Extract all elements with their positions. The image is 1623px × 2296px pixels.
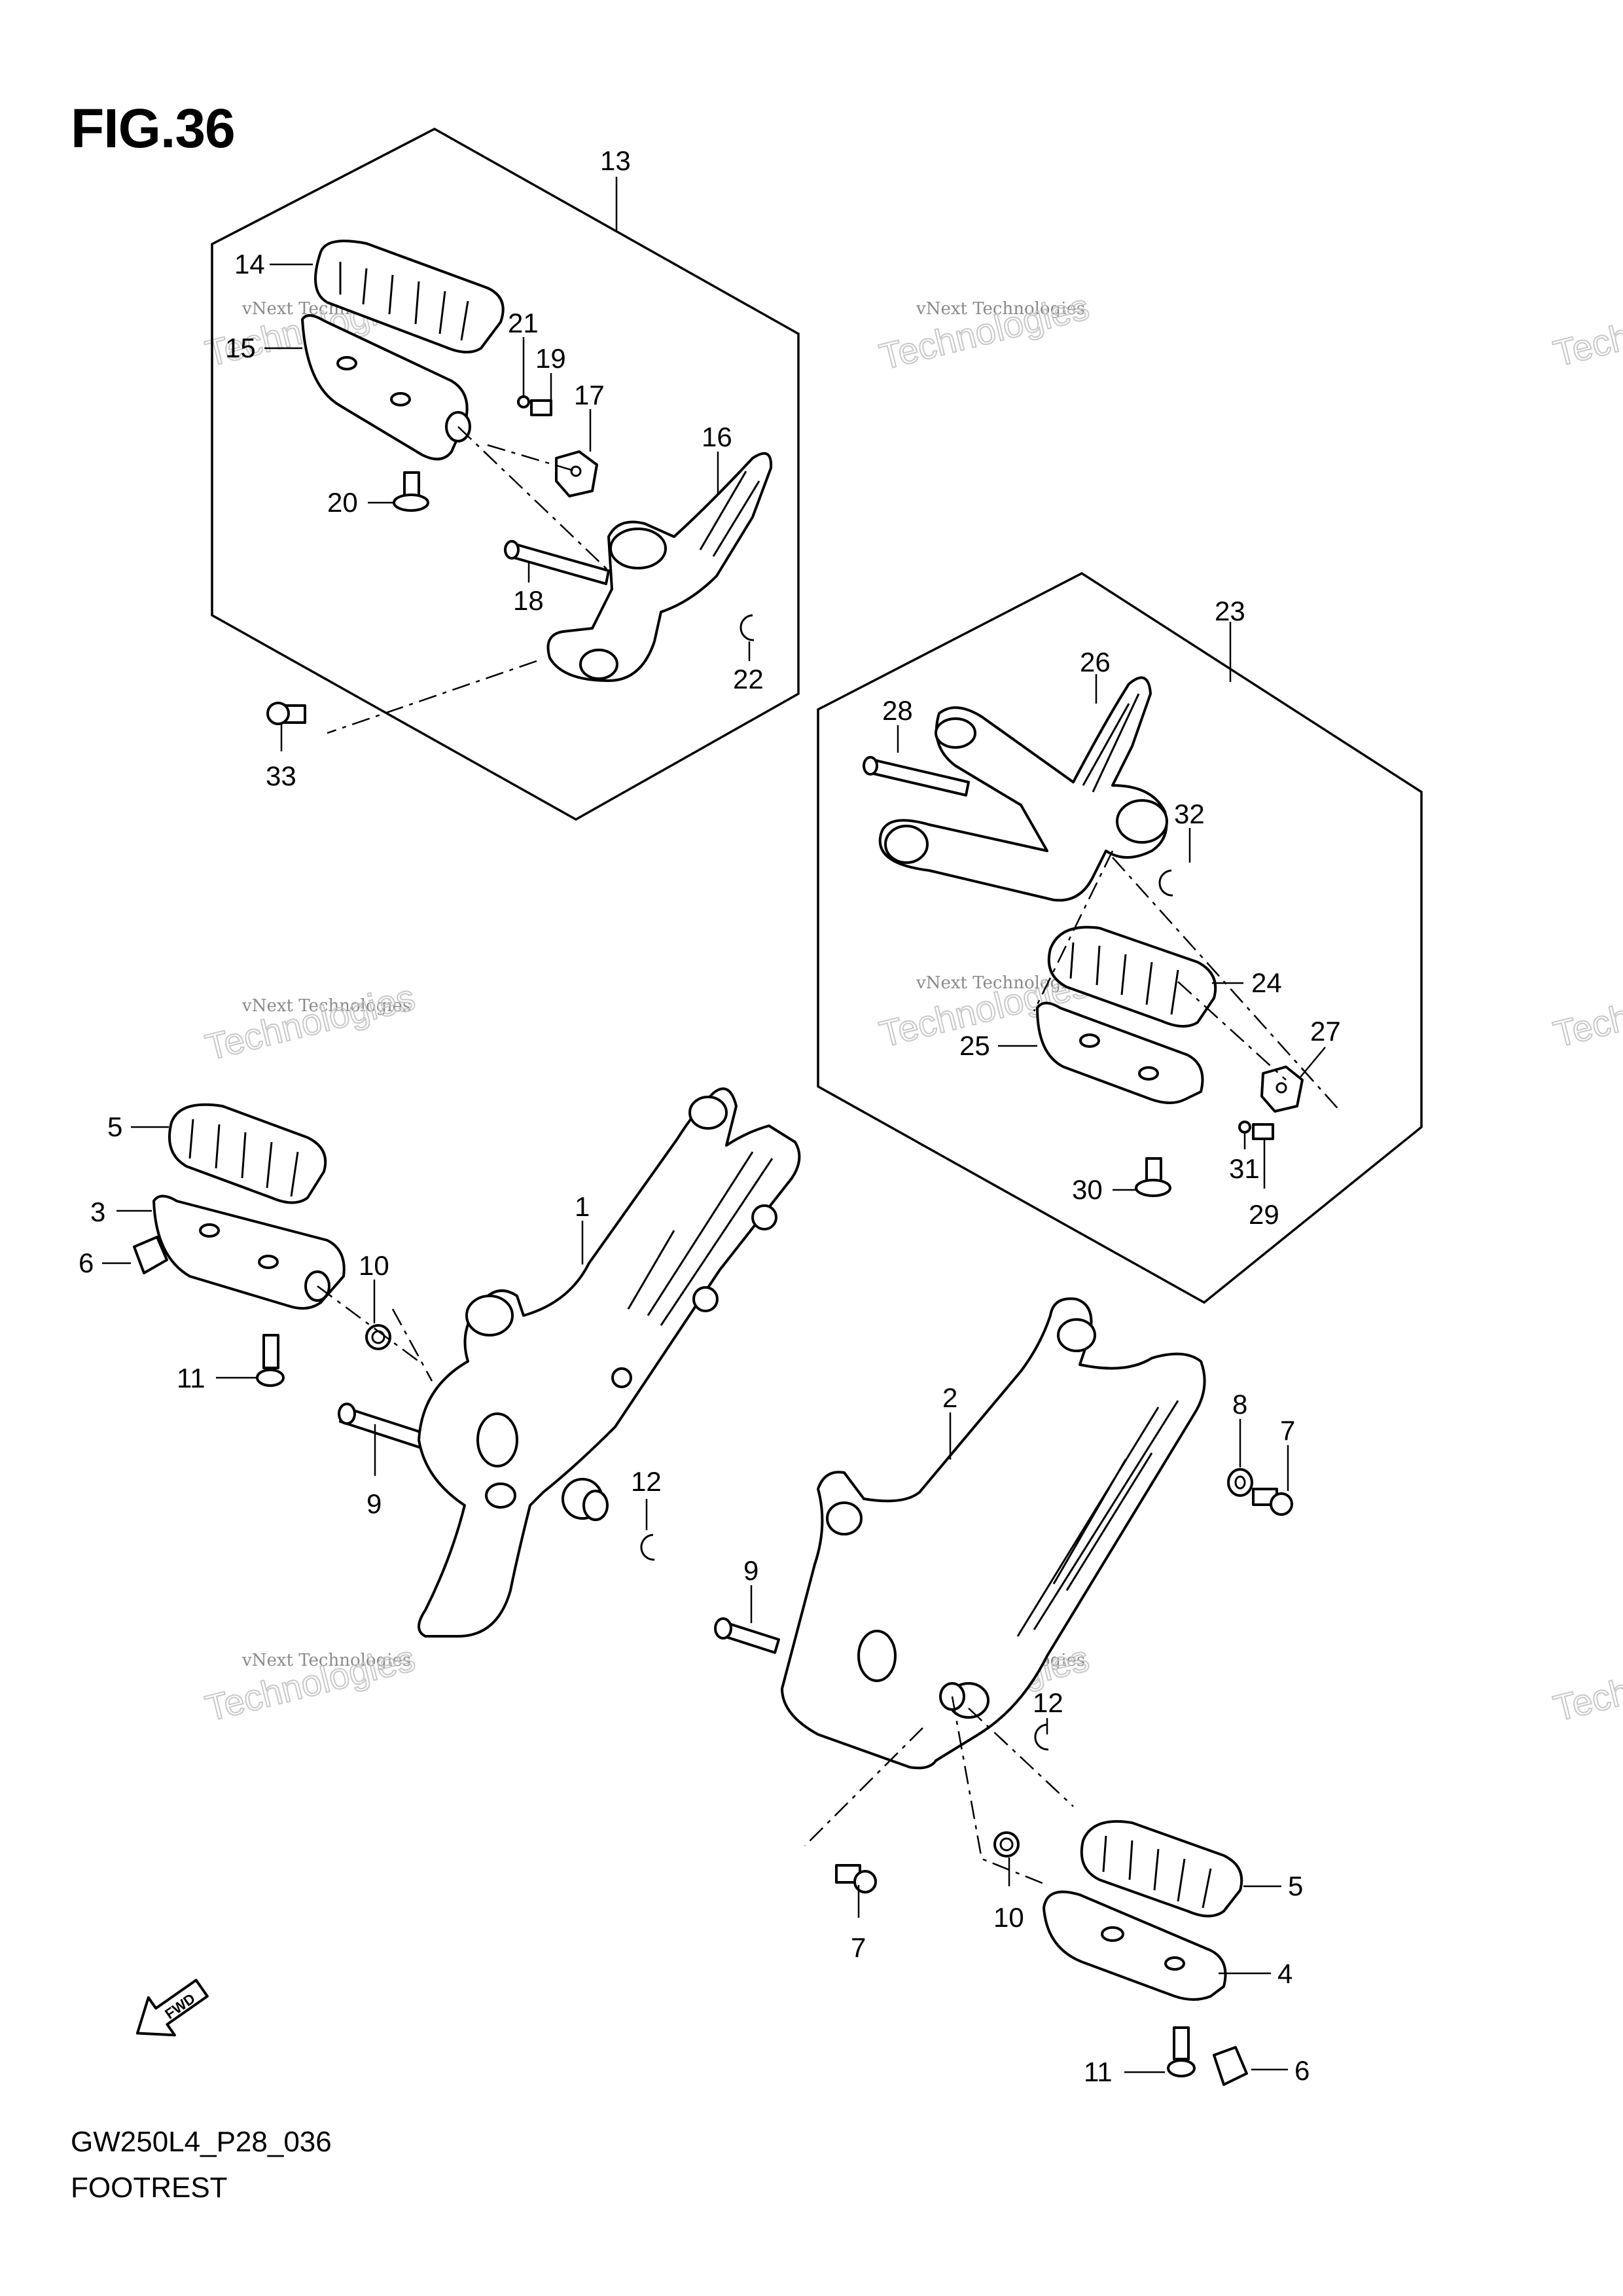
e-clip-32	[1158, 869, 1173, 897]
callout-8: 8	[1232, 1389, 1247, 1420]
callout-21: 21	[508, 308, 539, 338]
bolt-11-right	[1173, 2026, 1190, 2060]
fig-title: FIG.36	[71, 98, 236, 159]
callout-3: 3	[90, 1196, 105, 1227]
callout-2: 2	[942, 1382, 957, 1413]
callout-18: 18	[513, 585, 544, 616]
callout-14: 14	[234, 249, 265, 279]
watermark-text: vNext Technologies	[916, 299, 1085, 319]
plate-27	[1260, 1066, 1304, 1113]
callout-31: 31	[1229, 1153, 1260, 1184]
callout-22: 22	[733, 664, 764, 694]
ball-31	[1238, 1121, 1251, 1134]
washer-8	[1227, 1468, 1253, 1497]
callout-7: 7	[851, 1932, 866, 1963]
callout-5: 5	[107, 1111, 122, 1142]
plate-17	[555, 450, 598, 497]
spring-29	[1252, 1123, 1274, 1140]
watermark-text: Technologies	[202, 976, 419, 1067]
callout-28: 28	[882, 695, 913, 726]
callout-19: 19	[535, 343, 566, 374]
left-footrest	[133, 1087, 801, 1638]
footpeg-rubber-14	[314, 240, 505, 353]
watermark-text: vNext Technologies	[241, 996, 411, 1016]
callout-11: 11	[1084, 2056, 1113, 2087]
callout-13: 13	[600, 145, 631, 176]
spring-10-left	[365, 1324, 391, 1350]
footpeg-rubber-5-right	[1080, 1820, 1243, 1918]
spring-10-right	[993, 1831, 1020, 1857]
callouts: 13 14 15 21 19 17 16 20 18 22 33 23	[79, 145, 1341, 2087]
footpeg-15	[301, 314, 469, 461]
watermark-text: Technologies	[1550, 1637, 1623, 1729]
spring-19	[530, 399, 552, 416]
callout-7: 7	[1280, 1415, 1295, 1446]
callout-17: 17	[574, 380, 605, 410]
watermark-text: vNext Technologies	[241, 1651, 411, 1670]
e-clip-22	[740, 614, 755, 641]
callout-32: 32	[1174, 798, 1205, 829]
footpeg-rubber-24	[1047, 925, 1217, 1028]
assembly-frame-13	[211, 128, 800, 821]
assembly-23-parts	[863, 676, 1342, 1197]
callout-5: 5	[1288, 1871, 1303, 1901]
callout-27: 27	[1310, 1016, 1341, 1047]
callout-24: 24	[1251, 967, 1282, 998]
watermark-text: Technologies	[1550, 963, 1623, 1054]
callout-12: 12	[631, 1466, 662, 1497]
footpeg-rubber-5-left	[168, 1103, 327, 1204]
watermark-text: Technologies	[1550, 282, 1623, 374]
bracket-26	[878, 676, 1168, 902]
stopper-6-right	[1213, 2046, 1248, 2086]
assembly-frame-23	[817, 571, 1423, 1304]
right-footrest	[714, 1297, 1293, 2086]
stopper-6-left	[133, 1236, 168, 1274]
bolt-11-left	[262, 1334, 279, 1369]
callout-10: 10	[359, 1250, 389, 1281]
callout-6: 6	[79, 1247, 94, 1278]
footpeg-25	[1036, 1001, 1204, 1104]
e-clip-12-right	[1034, 1723, 1049, 1751]
bracket-16	[546, 452, 773, 682]
fwd-arrow-icon: FWD	[135, 1979, 209, 2037]
e-clip-12-left	[640, 1534, 655, 1561]
callout-30: 30	[1072, 1174, 1103, 1205]
callout-10: 10	[993, 1902, 1024, 1933]
callout-20: 20	[327, 487, 358, 518]
callout-15: 15	[225, 332, 256, 363]
callout-9: 9	[366, 1488, 382, 1519]
callout-16: 16	[702, 422, 732, 452]
callout-1: 1	[575, 1191, 590, 1222]
callout-33: 33	[266, 761, 296, 791]
callout-6: 6	[1294, 2055, 1310, 2086]
pin-18	[508, 542, 610, 585]
footpeg-3	[152, 1194, 346, 1310]
footrest-bracket-1	[418, 1087, 801, 1638]
callout-26: 26	[1080, 647, 1111, 677]
ball-21	[517, 395, 530, 408]
diagram-name: FOOTREST	[71, 2172, 228, 2204]
callout-23: 23	[1215, 596, 1245, 626]
callout-12: 12	[1033, 1687, 1063, 1718]
callout-4: 4	[1277, 1958, 1293, 1989]
callout-9: 9	[743, 1555, 758, 1586]
footpeg-4	[1043, 1890, 1227, 2001]
callout-11: 11	[177, 1363, 205, 1393]
callout-25: 25	[959, 1030, 990, 1061]
callout-29: 29	[1249, 1199, 1279, 1230]
diagram-code: GW250L4_P28_036	[71, 2126, 332, 2158]
assembly-13-parts	[266, 240, 773, 734]
